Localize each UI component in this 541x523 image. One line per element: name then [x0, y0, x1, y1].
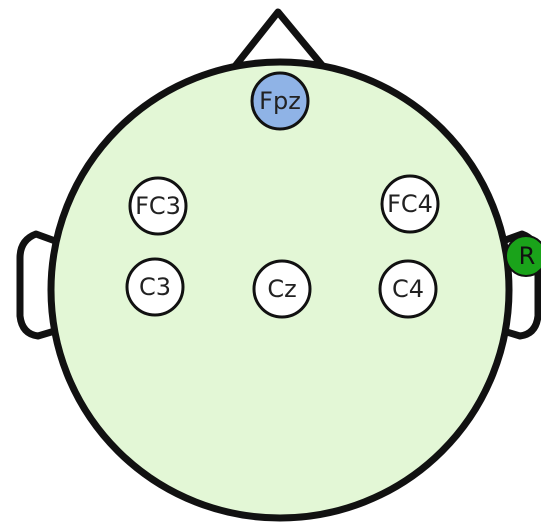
electrode-fc4-label: FC4 [387, 190, 433, 218]
electrode-fpz: Fpz [252, 73, 308, 129]
electrode-c3-label: C3 [139, 273, 171, 301]
electrode-cz-label: Cz [267, 275, 296, 303]
reference-electrode-label: R [519, 242, 536, 270]
electrode-fc4: FC4 [382, 176, 438, 232]
reference-electrode: R [506, 236, 541, 276]
electrode-c3: C3 [127, 259, 183, 315]
electrode-fpz-label: Fpz [259, 87, 301, 115]
electrode-fc3: FC3 [130, 178, 186, 234]
electrode-c4: C4 [380, 261, 436, 317]
electrode-fc3-label: FC3 [135, 192, 181, 220]
electrode-c4-label: C4 [392, 275, 424, 303]
electrode-cz: Cz [254, 261, 310, 317]
